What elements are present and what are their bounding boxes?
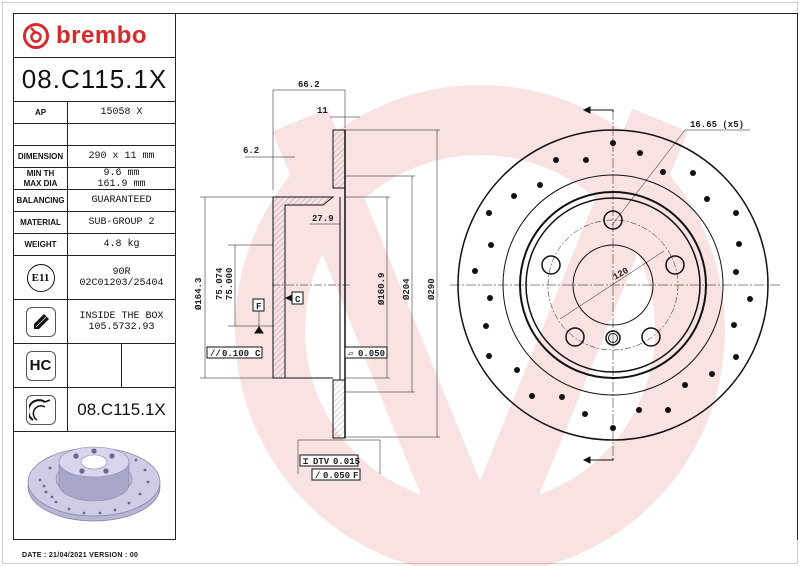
- hardware-value: INSIDE THE BOX 105.5732.93: [68, 300, 175, 343]
- tol-parallel: 0.100: [222, 349, 249, 359]
- dim-dia-290: Ø290: [427, 278, 437, 300]
- spec-value: GUARANTEED: [91, 195, 152, 206]
- part-number: 08.C115.1X: [14, 58, 175, 102]
- brand-logo: brembo: [14, 14, 175, 58]
- e11-mark-icon: E11: [26, 263, 55, 292]
- tol-runout: 0.050: [323, 471, 350, 481]
- hardware-line1: INSIDE THE BOX: [79, 310, 164, 322]
- flatness-symbol-icon: ▱: [348, 349, 354, 359]
- tol-dtv: 0.015: [333, 457, 360, 467]
- spec-label: BALANCING: [14, 190, 68, 211]
- tol-parallel-ref: C: [255, 349, 261, 359]
- hardware-line2: 105.5732.93: [88, 321, 155, 333]
- datum-f: F: [256, 302, 261, 312]
- variant-part-number: 08.C115.1X: [77, 400, 166, 419]
- spec-label: AP: [14, 102, 68, 123]
- brembo-logo-icon: [23, 22, 49, 49]
- dim-dia-164: Ø164.3: [194, 278, 204, 310]
- spec-value: [68, 124, 175, 145]
- spec-label: WEIGHT: [14, 234, 68, 255]
- spec-row-ap: AP 15058 X: [14, 102, 175, 124]
- face-view: [450, 106, 780, 464]
- spec-value: 15058 X: [100, 107, 143, 118]
- spec-value-min-th: 9.6 mm: [103, 167, 140, 179]
- variant-row: 08.C115.1X: [14, 388, 175, 432]
- approval-icon-cell: E11: [14, 256, 68, 299]
- spec-value: 9.6 mm 161.9 mm: [68, 167, 175, 190]
- hc-row: HC: [14, 344, 175, 388]
- hardware-icon-cell: [14, 300, 68, 343]
- dim-dia-75-lower: 75.000: [225, 268, 235, 300]
- spec-row-balancing: BALANCING GUARANTEED: [14, 190, 175, 212]
- datum-c: C: [295, 295, 301, 305]
- dim-overall-height: 66.2: [298, 80, 320, 90]
- approval-value: 90R 02C01203/25404: [68, 256, 175, 299]
- hardware-row: INSIDE THE BOX 105.5732.93: [14, 300, 175, 344]
- hc-icon: HC: [25, 350, 56, 381]
- spec-label: [14, 124, 68, 145]
- hc-empty-2: [122, 344, 175, 387]
- screw-icon: [25, 306, 56, 337]
- spec-label: MIN TH MAX DIA: [14, 168, 68, 189]
- spec-row-weight: WEIGHT 4.8 kg: [14, 234, 175, 256]
- disc-pad-icon: [25, 394, 56, 425]
- dim-hat-wall: 6.2: [243, 146, 259, 156]
- spec-row-min-max: MIN TH MAX DIA 9.6 mm 161.9 mm: [14, 168, 175, 190]
- dim-bolt-hole: 16.65 (x5): [690, 120, 744, 130]
- spec-label: DIMENSION: [14, 146, 68, 167]
- spec-label-max-dia: MAX DIA: [23, 178, 58, 188]
- approval-row: E11 90R 02C01203/25404: [14, 256, 175, 300]
- hc-empty-1: [68, 344, 122, 387]
- disc-3d-render: [27, 446, 161, 522]
- dim-dia-204: Ø204: [402, 278, 412, 300]
- parallel-symbol-icon: //: [210, 349, 221, 359]
- spec-value: 290 x 11 mm: [88, 151, 155, 162]
- tol-dtv-label: DTV: [313, 457, 330, 467]
- dim-dia-75-upper: 75.074: [215, 267, 225, 300]
- spec-value: SUB-GROUP 2: [88, 217, 155, 228]
- tol-flat: 0.050: [358, 349, 385, 359]
- runout-symbol-icon: /: [315, 471, 320, 481]
- spec-row-dimension: DIMENSION 290 x 11 mm: [14, 146, 175, 168]
- drawing-sheet: [13, 13, 798, 540]
- spec-label: MATERIAL: [14, 212, 68, 233]
- spec-panel: brembo 08.C115.1X AP 15058 X DIMENSION 2…: [13, 13, 176, 540]
- spec-row-material: MATERIAL SUB-GROUP 2: [14, 212, 175, 234]
- spec-label-min-th: MIN TH: [26, 168, 55, 178]
- section-labels: 66.2 11 6.2 27.9 Ø164.3 75.074 75.000 Ø1…: [194, 80, 437, 481]
- spec-row-empty: [14, 124, 175, 146]
- approval-line2: 02C01203/25404: [79, 277, 164, 289]
- thickness-symbol-icon: ⌶: [303, 457, 309, 467]
- dim-hat-depth: 27.9: [312, 214, 334, 224]
- approval-line1: 90R: [112, 266, 131, 278]
- brand-name: brembo: [56, 21, 148, 49]
- spec-value-max-dia: 161.9 mm: [97, 178, 146, 190]
- dim-disc-thickness: 11: [317, 106, 328, 116]
- footer-date-version: DATE : 21/04/2021 VERSION : 00: [22, 552, 139, 559]
- brembo-watermark: [235, 85, 725, 566]
- spec-value: 4.8 kg: [103, 239, 140, 250]
- variant-icon-cell: [14, 388, 68, 431]
- section-view: [200, 89, 440, 481]
- hc-icon-cell: HC: [14, 344, 68, 387]
- tol-runout-ref: F: [353, 471, 358, 481]
- cross-drill-holes: [472, 140, 753, 431]
- dim-dia-160: Ø160.9: [377, 273, 387, 305]
